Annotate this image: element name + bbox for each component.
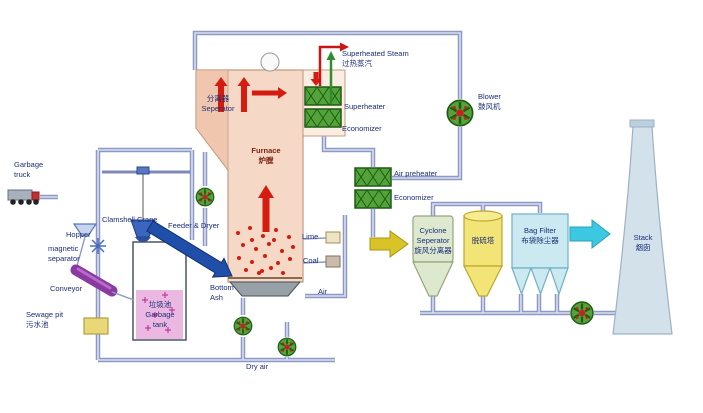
stack-chimney (612, 119, 673, 335)
bottom-ash-hopper (228, 281, 302, 297)
economizer-upper-block (304, 108, 342, 128)
feeder-dryer-arrow (146, 220, 233, 278)
steam-drum-icon (260, 52, 280, 72)
induced-draft-fan-icon (569, 300, 595, 326)
fire-particles (236, 226, 295, 275)
desulfurization-tower-vessel (463, 210, 503, 297)
primary-air-fan-icon (233, 316, 253, 336)
magnetic-separator-icon (90, 238, 106, 254)
superheated-steam-arrow (318, 42, 349, 104)
furnace-vessel (195, 52, 304, 283)
conveyor-icon (70, 264, 135, 301)
garbage-truck-icon (7, 189, 40, 205)
clean-gas-arrow (569, 218, 611, 250)
coal-feed (302, 255, 341, 268)
bag-filter-vessel (511, 213, 569, 296)
pipe-network (40, 30, 622, 363)
cyclone-separator-vessel (412, 215, 454, 297)
blower-fan-icon (446, 99, 474, 127)
coal-box (325, 255, 341, 268)
air-preheater-block (354, 167, 392, 187)
sewage-pit-icon (83, 317, 109, 335)
economizer-lower-block (354, 189, 392, 209)
garbage-tank (132, 241, 187, 341)
flue-gas-arrow (369, 230, 409, 258)
hopper-icon (72, 223, 98, 267)
furnace-flow-arrows (214, 72, 322, 232)
lime-feed (302, 231, 341, 244)
lime-box (325, 231, 341, 244)
secondary-air-fan-icon (277, 337, 297, 357)
superheater-block (304, 86, 342, 106)
forced-draft-fan-icon (195, 187, 215, 207)
garbage-sparkles (142, 292, 175, 333)
